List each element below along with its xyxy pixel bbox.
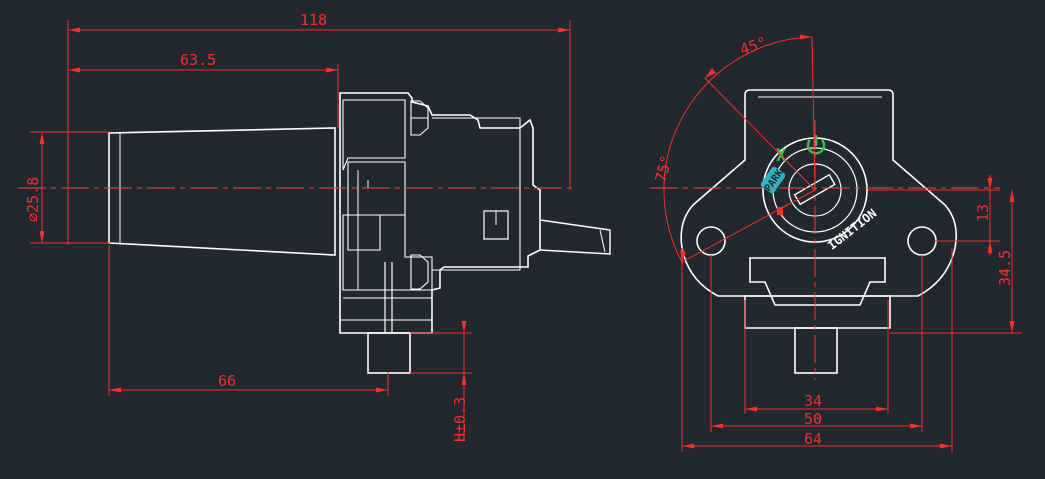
lower-block [749,257,886,306]
side-dim-labels: 118 63.5 ∅25.8 66 H±0.3 [24,11,469,442]
body-cap-top [410,100,429,136]
body-cap-bottom [410,254,429,290]
ignition-label: IGNITION [825,206,879,253]
side-view-outline [108,92,611,374]
dim-width-64: 64 [804,430,822,448]
lower-base [744,295,891,329]
dim-overall-length: 118 [300,11,327,29]
front-view-outline [680,89,958,374]
dim-diameter: ∅25.8 [24,177,42,222]
dim-base-length: 66 [218,372,236,390]
red-indicator [777,207,783,215]
connector-box [432,117,521,271]
dim-angle-top: 45° [738,33,769,58]
cylinder-barrel [108,127,336,256]
side-view-dimensions [30,20,571,440]
wire-lead [539,219,611,255]
dim-right-13: 13 [974,204,992,222]
park-badge [760,166,786,194]
mount-hole-right [907,226,937,256]
dim-height: H±0.3 [451,397,469,442]
wire-end [599,229,606,253]
dim-width-50: 50 [804,410,822,428]
output-shaft [367,332,411,374]
front-shaft [794,327,838,374]
dim-partial-length: 63.5 [180,51,216,69]
dim-right-34-5: 34.5 [996,250,1014,286]
front-center-lines [650,120,1000,380]
front-view-dimensions [663,34,1022,452]
power-on-icon [806,139,826,155]
dim-width-34: 34 [804,392,822,410]
lock-housing-lower [342,214,433,291]
lock-housing [347,161,406,251]
main-body [339,92,541,334]
body-upper-detail [342,99,406,171]
dim-angle-side: 75° [651,153,675,184]
